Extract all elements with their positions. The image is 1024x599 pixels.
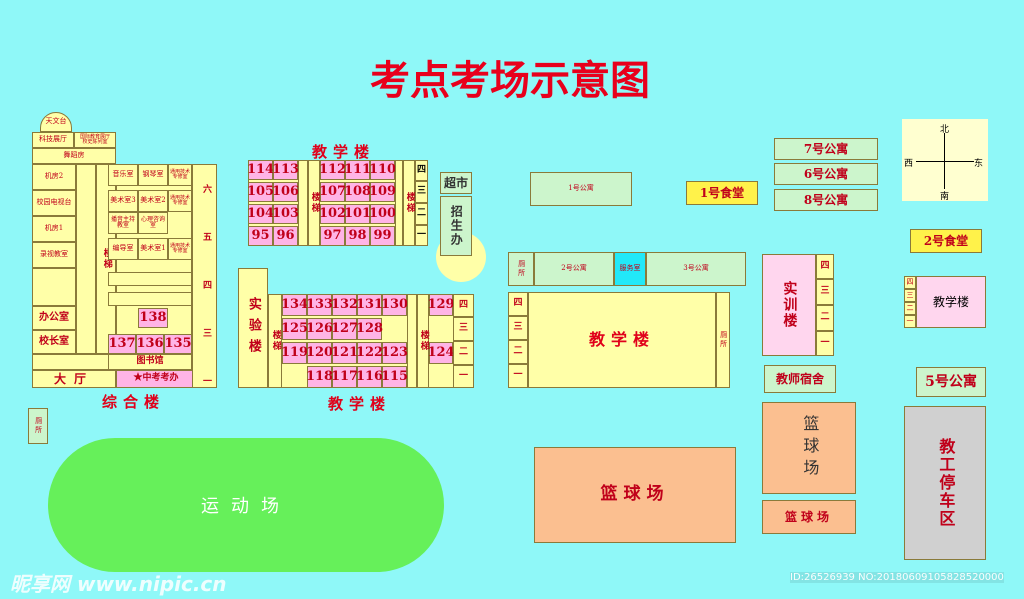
watermark-id: ID:26526939 NO:20180609105828520000	[790, 572, 1004, 583]
jiaoxue-top-building: 114 113 105 106 104 103 95 96 楼梯 112 111…	[247, 160, 428, 246]
dorm-8: 8号公寓	[774, 189, 878, 211]
zonghe-label: 综合楼	[102, 393, 166, 411]
watermark-site: 昵享网 www.nipic.cn	[10, 572, 227, 596]
teacher-dorm: 教师宿舍	[764, 365, 836, 393]
bangong-label: 办公室	[39, 311, 69, 323]
basketball-court-vertical: 篮球场	[762, 402, 856, 494]
zonghe-stair: 楼梯	[101, 248, 112, 270]
room-137: 137	[108, 336, 136, 352]
canteen-2: 2号食堂	[910, 229, 982, 253]
dorm-5: 5号公寓	[916, 367, 986, 397]
jiaoxue-bottom-building: 楼梯 134 133 132 131 130 125 126 127 128 1…	[268, 294, 474, 388]
luyin-label: 录视教室	[40, 250, 68, 259]
basketball-court-big: 篮球场	[534, 447, 736, 543]
dianshi-label: 校园电视台	[36, 198, 72, 207]
zonghe-floor-1: 一	[203, 377, 213, 387]
shiyan-building: 实验楼	[238, 268, 268, 388]
library-label: 图书馆	[136, 356, 164, 367]
guoji-label: 国际教育展厅	[79, 133, 110, 140]
sports-field: 运动场	[48, 438, 444, 572]
compass-south: 南	[940, 192, 950, 202]
compass-north: 北	[940, 125, 950, 135]
map-title: 考点考场示意图	[370, 57, 650, 104]
room-138: 138	[139, 310, 167, 326]
wudao-label: 舞蹈房	[63, 151, 85, 160]
compass-east: 东	[974, 159, 984, 169]
zonghe-floor-6: 六	[203, 185, 213, 195]
shipin-label: 校史陈列室	[82, 139, 108, 145]
jiaoxue-top-label: 教学楼	[312, 143, 376, 161]
dorm-7: 7号公寓	[774, 138, 878, 160]
dorm-2: 2号公寓	[534, 252, 614, 286]
zhaosheng-building: 招生办	[440, 196, 472, 256]
shixun-building: 实训楼 四 三 二 一	[762, 254, 834, 356]
dating-label: 大厅	[53, 371, 94, 386]
jifang1-label: 机房1	[44, 224, 64, 233]
compass-west: 西	[904, 159, 914, 169]
chaoshi-building: 超市	[440, 172, 472, 194]
room-136: 136	[136, 336, 164, 352]
sports-field-label: 运动场	[201, 496, 291, 517]
zonghe-floor-3: 三	[203, 329, 213, 339]
compass: 北 南 西 东	[902, 119, 988, 202]
service-room: 服务室	[614, 252, 646, 286]
jifang2-label: 机房2	[44, 172, 64, 181]
zonghe-floor-5: 五	[203, 233, 213, 243]
exam-office-label: ★中考考办	[133, 373, 179, 384]
canteen-1: 1号食堂	[686, 181, 758, 205]
keji-label: 科技展厅	[39, 135, 67, 144]
dorm-3: 3号公寓	[646, 252, 746, 286]
toilet-southwest: 厕所	[28, 408, 48, 444]
xiaozhang-label: 校长室	[39, 335, 69, 347]
staff-parking: 教工停车区	[904, 406, 986, 560]
jiaoxue-east-building: 四 三 二 一 教学楼	[904, 276, 986, 328]
jiaoxue-bottom-label: 教学楼	[328, 395, 392, 413]
room-135: 135	[164, 336, 192, 352]
zonghe-building: 天文台 科技展厅 国际教育展厅校史陈列室 舞蹈房 机房2 校园电视台 机房1 录…	[32, 112, 217, 388]
observatory: 天文台	[40, 112, 72, 132]
basketball-court-small: 篮球场	[762, 500, 856, 534]
zonghe-floor-4: 四	[203, 281, 213, 291]
dorm-6: 6号公寓	[774, 163, 878, 185]
toilet-west: 厕所	[508, 252, 534, 286]
dorm-1: 1号公寓	[530, 172, 632, 206]
jiaoxue-main-building: 四 三 二 一 教学楼 厕所	[508, 292, 730, 388]
